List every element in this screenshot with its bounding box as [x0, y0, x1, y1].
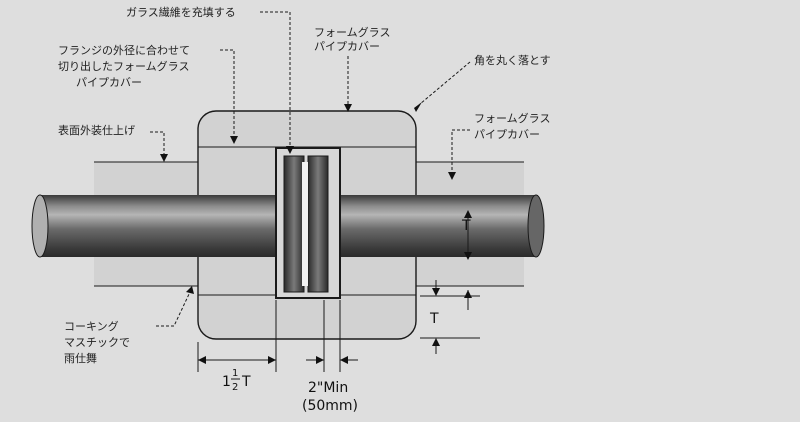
leader-surface-finish	[150, 131, 165, 158]
leader-foamglas-right	[451, 129, 470, 176]
pipe-right-end	[527, 194, 545, 258]
label-flange-cut-1: フランジの外径に合わせて	[58, 43, 190, 57]
pipe-left-end	[31, 194, 49, 258]
arrowhead-foamglas-top	[344, 104, 352, 112]
dim-one-half-num: 1	[232, 368, 238, 379]
label-caulking-3: 雨仕舞	[64, 352, 97, 365]
label-caulking-2: マスチックで	[64, 336, 130, 349]
arrowhead-caulking	[186, 286, 194, 294]
dim-min-label: 2"Min	[308, 380, 348, 396]
dim-t-right-arrow-up	[464, 210, 472, 218]
arrowhead-glass-fiber	[286, 146, 294, 154]
dim-t-right-edge-arrow	[464, 290, 472, 298]
label-foamglas-top-2: パイプカバー	[314, 40, 380, 53]
dim-one-half-den: 2	[232, 382, 238, 393]
dim-one-half-arrow-right	[268, 356, 276, 364]
dim-t-right-arrow-down	[464, 252, 472, 260]
label-foamglas-right-1: フォームグラス	[474, 111, 550, 125]
label-caulking-1: コーキング	[64, 319, 119, 333]
arrowhead-surface-finish	[160, 154, 168, 162]
dim-t-bottom-arrow-up	[432, 288, 440, 296]
label-foamglas-top-1: フォームグラス	[314, 25, 390, 39]
label-foamglas-right-2: パイプカバー	[474, 128, 540, 141]
dim-one-half-arrow-left	[198, 356, 206, 364]
arrowhead-round-corners	[414, 102, 422, 112]
label-glass-fiber: ガラス繊維を充填する	[126, 5, 236, 19]
leader-caulking	[156, 291, 191, 327]
dim-one-half-whole: 1	[222, 374, 231, 390]
label-surface-finish: 表面外装仕上げ	[58, 123, 135, 137]
flange-gap	[302, 162, 308, 286]
flange-left	[283, 155, 305, 293]
label-flange-cut-3: パイプカバー	[76, 76, 142, 89]
leader-round-corners	[419, 61, 471, 105]
dim-min-arrow-right	[340, 356, 348, 364]
dim-t-right-label: T	[461, 218, 471, 234]
arrowhead-foamglas-right	[448, 172, 456, 180]
arrowhead-flange-cut	[230, 136, 238, 144]
dim-min-mm-label: (50mm)	[302, 398, 358, 414]
dim-one-half-t: T	[241, 374, 251, 390]
dim-t-bottom-arrow-down	[432, 338, 440, 346]
label-flange-cut-2: 切り出したフォームグラス	[58, 59, 189, 73]
flange-right	[307, 155, 329, 293]
dim-t-bottom-label: T	[429, 311, 439, 327]
dim-min-arrow-left	[316, 356, 324, 364]
label-round-corners: 角を丸く落とす	[474, 54, 551, 67]
leader-glass-fiber	[260, 11, 291, 150]
